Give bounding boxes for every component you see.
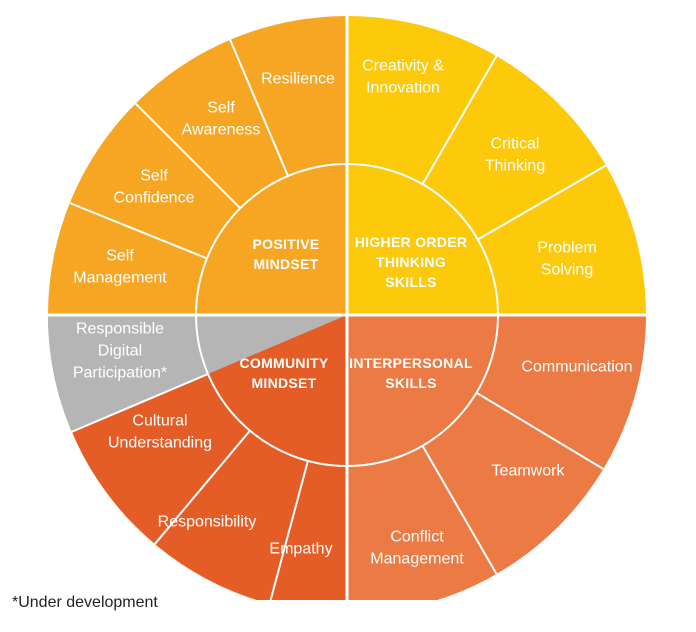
quadrant-title-interpersonal-line: INTERPERSONAL <box>349 355 473 371</box>
segment-label-higher-0-line: Innovation <box>366 80 440 97</box>
segment-divider <box>421 445 498 575</box>
segment-label-community-0-line: Responsible <box>76 321 164 338</box>
quadrant-title-positive-line: MINDSET <box>253 256 318 272</box>
quadrant-title-positive-line: POSITIVE <box>253 236 320 252</box>
segment-label-positive-2-line: Confidence <box>114 190 195 207</box>
segment-label-higher-2-line: Problem <box>537 240 597 257</box>
segment-divider <box>229 39 289 177</box>
quadrant-title-interpersonal: INTERPERSONAL SKILLS <box>349 355 473 391</box>
segment-label-positive-1-line: Awareness <box>182 122 261 139</box>
quadrant-higher-order-thinking <box>347 16 646 315</box>
quadrant-title-community-line: MINDSET <box>251 375 316 391</box>
segment-label-community-1-line: Understanding <box>108 435 212 452</box>
segment-label-interpersonal-0: Communication <box>521 359 632 376</box>
quadrant-title-higher-line: SKILLS <box>385 274 437 290</box>
segment-label-community-3-line: Empathy <box>269 541 332 558</box>
segment-label-positive-1-line: Self <box>207 100 235 117</box>
segment-label-community-1-line: Cultural <box>132 413 187 430</box>
segment-label-positive-2-line: Self <box>140 168 168 185</box>
segment-label-interpersonal-0-line: Communication <box>521 359 632 376</box>
quadrant-title-interpersonal-line: SKILLS <box>385 375 437 391</box>
segment-label-community-3: Empathy <box>269 541 332 558</box>
segment-label-positive-3-line: Management <box>73 270 167 287</box>
segment-label-community-0-line: Digital <box>98 343 142 360</box>
quadrant-title-community-line: COMMUNITY <box>239 355 328 371</box>
segment-divider <box>475 391 604 470</box>
segment-divider <box>477 164 607 241</box>
segment-label-positive-3-line: Self <box>106 248 134 265</box>
quadrant-title-higher-line: HIGHER ORDER <box>355 234 468 250</box>
segment-label-higher-0: Creativity & Innovation <box>362 58 444 97</box>
footnote: *Under development <box>12 594 158 611</box>
segment-divider <box>134 102 241 209</box>
segment-label-higher-2-line: Solving <box>541 262 593 279</box>
segment-label-community-0-line: Participation* <box>73 365 167 382</box>
segment-label-positive-0: Resilience <box>261 71 335 88</box>
segment-label-interpersonal-1: Teamwork <box>492 463 566 480</box>
quadrant-interpersonal-skills <box>347 315 646 600</box>
segment-divider <box>421 55 498 185</box>
segment-divider <box>71 373 209 433</box>
quadrant-title-higher: HIGHER ORDER THINKING SKILLS <box>355 234 468 290</box>
segment-divider <box>269 460 309 600</box>
segment-label-interpersonal-2-line: Management <box>370 551 464 568</box>
segment-label-interpersonal-1-line: Teamwork <box>492 463 566 480</box>
quadrant-title-positive: POSITIVE MINDSET <box>253 236 320 272</box>
segment-under-development <box>48 315 347 432</box>
segment-label-higher-0-line: Creativity & <box>362 58 444 75</box>
segment-label-interpersonal-2-line: Conflict <box>390 529 444 546</box>
quadrant-title-higher-line: THINKING <box>376 254 446 270</box>
segment-divider <box>154 430 251 545</box>
segment-divider <box>69 202 208 260</box>
quadrant-title-community: COMMUNITY MINDSET <box>239 355 328 391</box>
segment-label-higher-1-line: Thinking <box>485 158 545 175</box>
segment-label-higher-1-line: Critical <box>491 136 540 153</box>
segment-label-community-2: Responsibility <box>158 514 257 531</box>
segment-label-community-2-line: Responsibility <box>158 514 257 531</box>
segment-label-positive-0-line: Resilience <box>261 71 335 88</box>
